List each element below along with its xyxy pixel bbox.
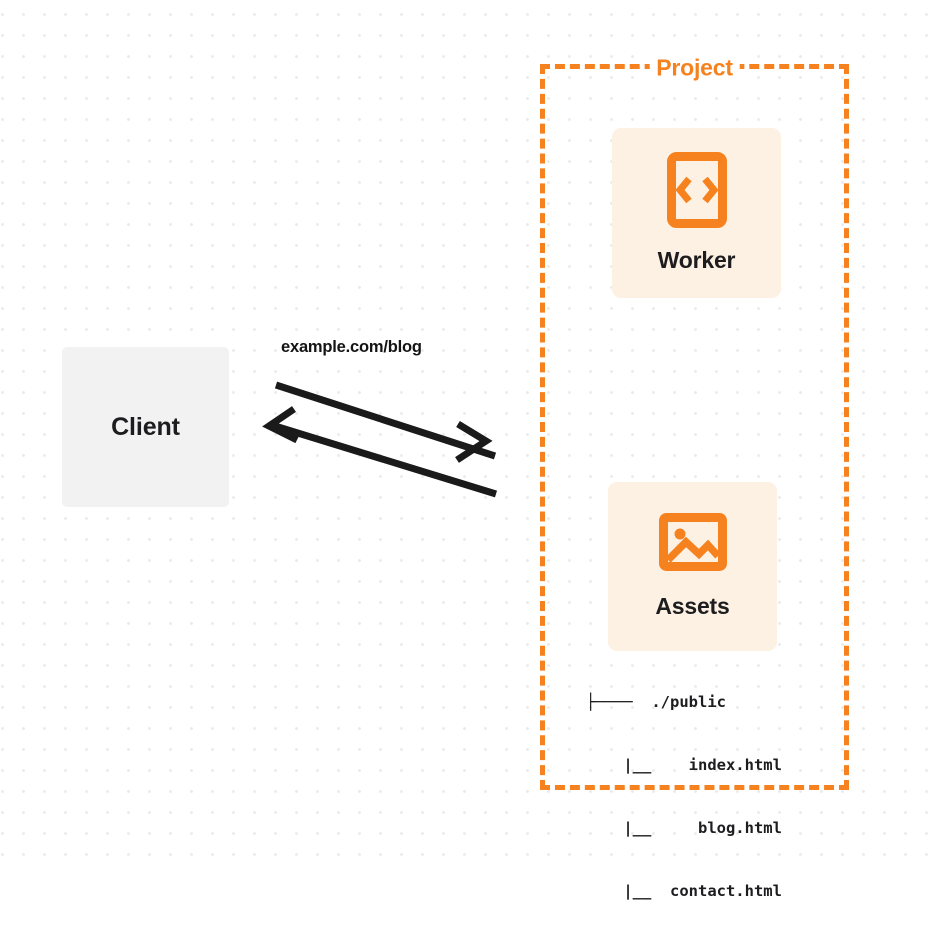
file-tree-row: |__ index.html [586,756,782,774]
client-label: Client [111,412,180,441]
code-brackets-icon [666,152,727,228]
response-arrow-left [262,381,497,460]
asset-file-tree: ├──── ./public |__ index.html |__ blog.h… [586,650,782,944]
diagram-canvas: Client example.com/blog Project Worker [0,0,938,900]
file-tree-row: |__ blog.html [586,819,782,837]
connection-label: example.com/blog [281,338,422,356]
assets-label: Assets [655,593,730,619]
assets-card[interactable]: Assets [608,482,777,651]
client-node[interactable]: Client [62,347,229,507]
project-container: Project [540,54,849,790]
file-tree-row: ├──── ./public [586,693,726,711]
request-response-arrows [262,381,498,498]
worker-label: Worker [657,247,736,273]
project-title: Project [649,54,740,82]
worker-card[interactable]: Worker [612,128,781,298]
image-picture-icon [658,513,727,571]
request-arrow-right [273,421,498,498]
file-tree-row: |__ contact.html [586,882,782,900]
